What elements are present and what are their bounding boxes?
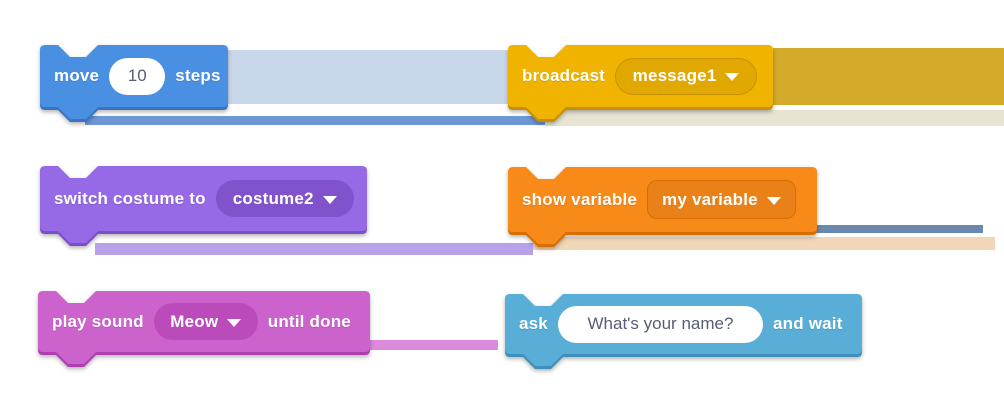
block-label: move [54,66,100,85]
dropdown-arrow-icon [322,195,337,204]
block-broadcast[interactable]: broadcast message1 [508,45,773,122]
block-label: ask [519,314,548,333]
block-label: and wait [772,314,843,333]
dropdown-arrow-icon [766,196,781,205]
block-move-steps[interactable]: move 10 steps [40,45,228,122]
variable-dropdown[interactable]: my variable [647,180,796,219]
background-strip [370,340,498,350]
block-content: broadcast message1 [508,45,773,107]
message-dropdown[interactable]: message1 [615,57,758,95]
background-strip [227,50,508,104]
block-label: steps [175,66,221,85]
block-play-sound-until-done[interactable]: play sound Meow until done [38,291,370,367]
input-value: What's your name? [587,314,734,333]
background-strip [85,116,545,125]
block-show-variable[interactable]: show variable my variable [508,167,817,247]
dropdown-arrow-icon [227,318,242,327]
block-content: show variable my variable [508,167,817,232]
dropdown-value: message1 [632,66,717,85]
background-strip [533,237,995,250]
block-content: ask What's your name? and wait [505,294,862,354]
block-content: play sound Meow until done [38,291,370,352]
dropdown-arrow-icon [725,73,740,81]
block-label: play sound [52,311,144,331]
dropdown-value: Meow [170,311,219,331]
background-strip [95,243,533,255]
background-strip [545,110,1004,126]
block-content: move 10 steps [40,45,228,107]
background-strip [773,48,1004,105]
steps-input[interactable]: 10 [109,57,166,95]
question-input[interactable]: What's your name? [557,305,763,343]
block-switch-costume-to[interactable]: switch costume to costume2 [40,166,367,246]
block-ask-and-wait[interactable]: ask What's your name? and wait [505,294,862,369]
block-shape [508,167,817,247]
input-value: 10 [127,66,147,85]
block-label: switch costume to [54,188,206,208]
dropdown-value: costume2 [232,188,314,208]
sound-dropdown[interactable]: Meow [153,303,258,340]
background-strip [815,225,983,233]
costume-dropdown[interactable]: costume2 [215,180,354,217]
block-label: until done [267,311,351,331]
block-label: show variable [522,189,638,209]
dropdown-value: my variable [662,189,758,209]
block-label: broadcast [522,66,606,85]
block-content: switch costume to costume2 [40,166,367,231]
